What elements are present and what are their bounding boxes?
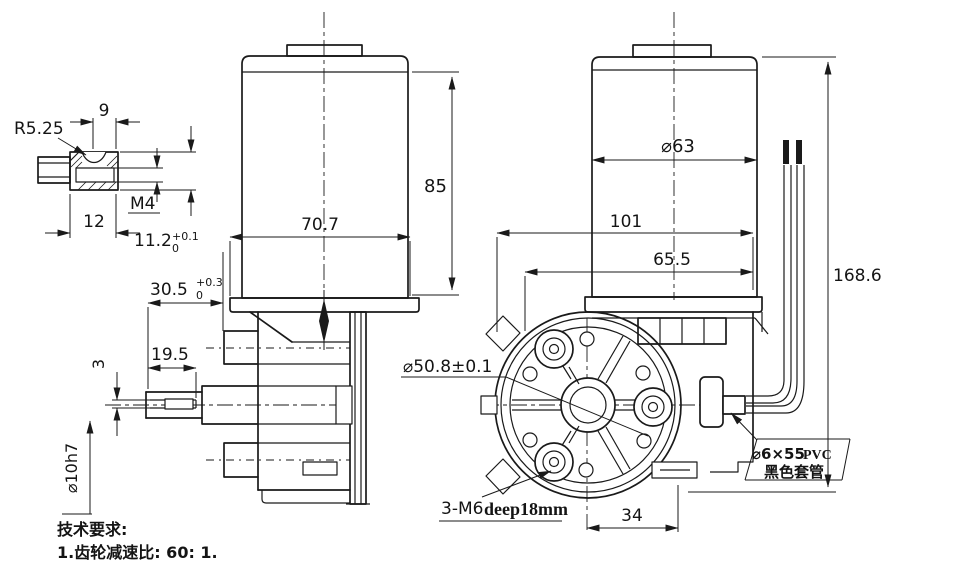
dim-overall-height: 168.6 [833, 266, 882, 286]
wheel-spokes [512, 335, 635, 475]
front-view: ⌀63 101 65.5 168.6 34 ⌀50.8±0.1 3-M6 dee… [401, 12, 882, 532]
notes-heading: 技术要求: [57, 520, 127, 539]
shaft-end-detail-view: 9 R5.25 12 M4 11.2 +0.1 0 [14, 101, 199, 255]
notes-item-1: 1.齿轮减速比: 60: 1. [57, 543, 218, 562]
dim-motor-length: 85 [424, 176, 447, 197]
label-mounting-holes-depth: deep18mm [484, 499, 568, 519]
bolt-circle-holes [522, 331, 652, 478]
dim-key-length: 19.5 [151, 345, 189, 365]
dim-shaft-protrusion-tol-upper: +0.3 [196, 276, 223, 289]
dim-gearbox-width: 65.5 [653, 250, 691, 270]
dim-key-height: 3 [89, 359, 108, 369]
dim-depth: 11.2 [134, 231, 172, 251]
dim-shaft-protrusion: 30.5 [150, 280, 188, 300]
motor-wires [746, 140, 805, 414]
mounting-bosses [534, 329, 673, 482]
section-hatching [70, 155, 119, 191]
label-wire-note: 黑色套管 [764, 463, 824, 481]
label-mounting-holes: 3-M6 [441, 499, 483, 519]
side-view: 85 70.7 30.5 +0.3 0 19.5 3 ⌀10h7 [62, 12, 459, 515]
wire-tip [796, 140, 802, 164]
dim-bolt-circle: ⌀50.8±0.1 [403, 357, 492, 377]
dim-motor-diameter: ⌀63 [661, 136, 695, 157]
dim-corner-radius: R5.25 [14, 119, 64, 139]
label-wire-material: PVC [803, 448, 832, 463]
dim-overall-width: 101 [610, 212, 642, 232]
dim-shaft-protrusion-tol-lower: 0 [196, 289, 203, 302]
dim-hub-length: 12 [83, 212, 105, 232]
dim-countersink-width: 9 [99, 101, 110, 121]
wire-tip [783, 140, 789, 164]
dim-thread: M4 [130, 194, 155, 214]
wire-label: ⌀6×55 PVC 黑色套管 [730, 412, 851, 481]
technical-notes: 技术要求: 1.齿轮减速比: 60: 1. [57, 520, 218, 562]
dim-offset: 34 [621, 506, 643, 526]
dim-depth-tol-upper: +0.1 [172, 230, 199, 243]
label-wire-spec: ⌀6×55 [752, 445, 805, 463]
dim-shaft-diameter: ⌀10h7 [62, 443, 81, 493]
dim-flange-width: 70.7 [301, 215, 339, 235]
dim-depth-tol-lower: 0 [172, 242, 179, 255]
